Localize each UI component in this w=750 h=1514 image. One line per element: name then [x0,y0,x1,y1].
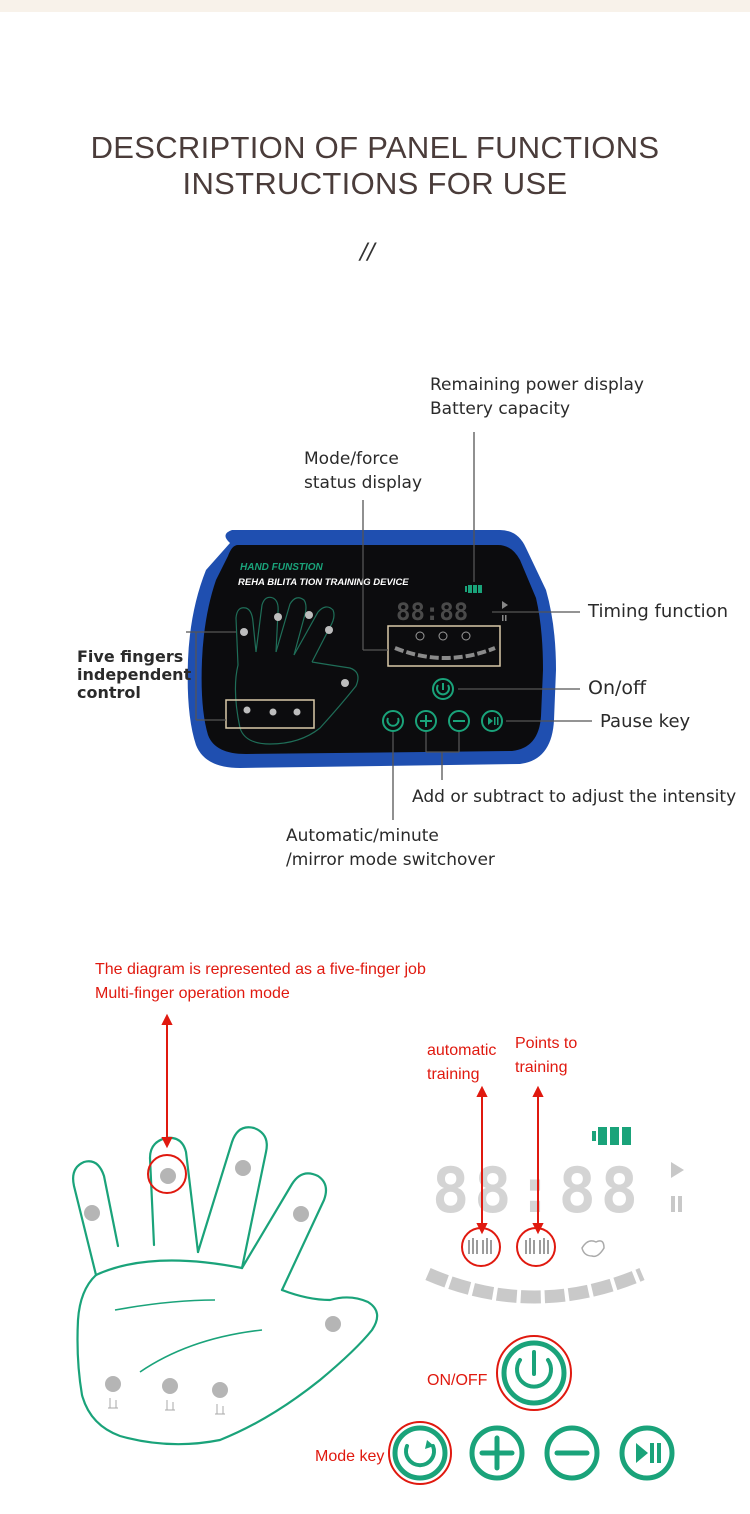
finger-dots-large [84,1160,341,1398]
label-adjust: Add or subtract to adjust the intensity [412,787,737,807]
battery-icon-large [592,1127,631,1145]
finger-control-box [225,699,315,729]
label-diagram-line1: The diagram is represented as a five-fin… [95,961,426,978]
status-display-box [387,625,501,667]
play-icon-large [671,1162,684,1178]
page-title-line2: INSTRUCTIONS FOR USE [182,166,568,201]
points-training-icon [516,1227,556,1267]
pause-icon-large [671,1196,682,1212]
mode-icons-small [415,631,471,641]
label-fingers-line3: control [77,683,141,702]
label-fingers-line1: Five fingers [77,647,184,666]
finger-touch-icons [108,1398,225,1415]
mode-highlight-ring [388,1421,452,1485]
pause-button-small [481,710,503,732]
label-auto-line1: Automatic/minute [286,826,439,846]
palm-lines [114,1299,263,1373]
mode-button [392,1425,448,1481]
label-points-line2: training [515,1059,568,1076]
label-onoff: On/off [588,677,647,699]
label-mode-line1: Mode/force [304,449,399,469]
device-hand-outline [234,596,359,745]
power-button-small [432,678,454,700]
automatic-training-icon [461,1227,501,1267]
divider-mark: // [360,240,375,265]
force-arc-large [425,1268,645,1304]
plus-button [469,1425,525,1481]
highlight-ring-finger [147,1154,187,1194]
label-pause: Pause key [600,711,691,732]
minus-button [544,1425,600,1481]
label-automatic-line1: automatic [427,1042,497,1059]
device-buttons [382,678,503,732]
label-onoff-detail: ON/OFF [427,1372,488,1389]
red-arrow-finger [161,1013,173,1149]
force-arc-small [394,646,496,660]
timer-display-large: 88:88 [432,1154,638,1227]
device-panel-diagram: HAND FUNSTION REHA BILITA TION TRAINING … [186,432,592,820]
label-timing: Timing function [588,601,729,622]
battery-icon-small [465,585,482,593]
power-button [501,1340,567,1406]
label-diagram-line2: Multi-finger operation mode [95,985,290,1002]
handshake-icon [581,1240,605,1258]
minus-button-small [448,710,470,732]
device-brand: HAND FUNSTION [240,562,324,573]
play-pause-button [619,1425,675,1481]
timer-display-small: 88:88 [396,598,468,626]
label-points-line1: Points to [515,1035,578,1052]
mode-button-small [382,710,404,732]
red-arrows-modes [476,1085,544,1235]
plus-button-small [415,710,437,732]
play-icon-small [502,601,508,609]
label-power-line2: Battery capacity [430,399,571,419]
label-fingers-line2: independent [77,665,192,684]
top-band [0,0,750,12]
page-title-line1: DESCRIPTION OF PANEL FUNCTIONS [90,130,660,165]
label-automatic-line2: training [427,1066,480,1083]
power-highlight-ring [496,1335,572,1411]
label-power-line1: Remaining power display [430,375,644,395]
label-mode-line2: status display [304,473,423,493]
leader-lines [186,432,592,820]
hand-outline-large [72,1126,379,1446]
label-auto-line2: /mirror mode switchover [286,850,495,870]
device-subtitle: REHA BILITA TION TRAINING DEVICE [238,577,409,588]
label-mode-key: Mode key [315,1448,385,1465]
device-finger-dots [240,611,349,716]
